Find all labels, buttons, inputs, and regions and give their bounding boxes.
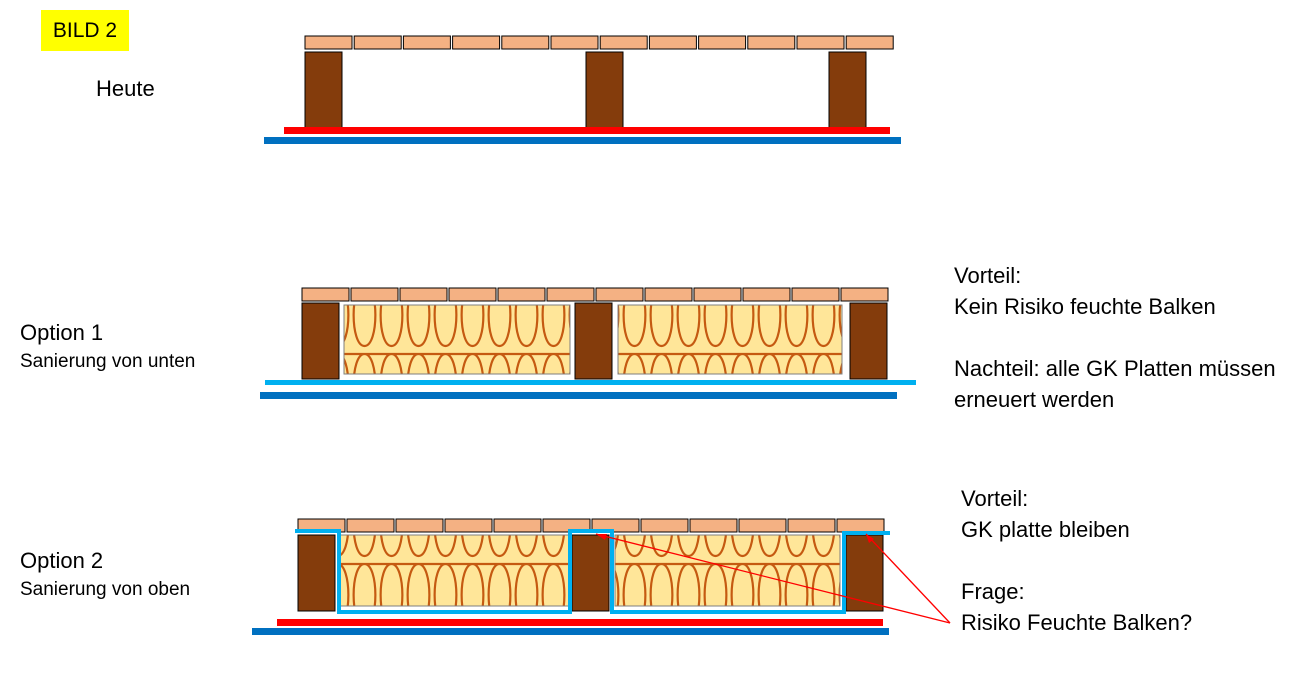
option1-notes: Vorteil: Kein Risiko feuchte Balken Nach…	[954, 260, 1276, 415]
option1-floor-board	[693, 287, 742, 302]
option2-red-layer	[277, 619, 883, 626]
option1-floor-board	[350, 287, 399, 302]
heute-red-layer	[284, 127, 890, 134]
option2-title: Option 2	[20, 548, 104, 573]
option2-question-heading: Frage:	[961, 579, 1025, 604]
option2-membrane	[295, 529, 890, 614]
heute-floor-board	[304, 35, 353, 50]
option2-floor-board	[444, 518, 493, 533]
option2-advantage-text: GK platte bleiben	[961, 517, 1130, 542]
option1-floor-board	[742, 287, 791, 302]
option1-floor-board	[301, 287, 350, 302]
option2-beam	[297, 534, 336, 612]
heute-floor-board	[501, 35, 550, 50]
heute-floor-board	[402, 35, 451, 50]
heute-floor-board	[452, 35, 501, 50]
option1-ceiling-board	[260, 392, 897, 399]
heute-floor-board	[747, 35, 796, 50]
option1-floor-board	[497, 287, 546, 302]
heute-floor-board	[550, 35, 599, 50]
heute-beam	[585, 51, 624, 129]
pointer-arrowhead	[866, 534, 874, 543]
option1-subtitle: Sanierung von unten	[20, 351, 196, 372]
option2-ceiling-board	[252, 628, 889, 635]
option1-disadvantage-line1: Nachteil: alle GK Platten müssen	[954, 356, 1276, 381]
option2-floor-board	[493, 518, 542, 533]
option1-floor-board	[399, 287, 448, 302]
option1-floor-board	[448, 287, 497, 302]
option1-floor-board	[546, 287, 595, 302]
option1-title: Option 1	[20, 320, 104, 345]
option2-question-text: Risiko Feuchte Balken?	[961, 610, 1193, 635]
option2-advantage-heading: Vorteil:	[961, 486, 1029, 511]
option2-beam	[571, 534, 610, 612]
option1-floor-board	[644, 287, 693, 302]
option1-disadvantage-line2: erneuert werden	[954, 387, 1115, 412]
option2-floor-board	[787, 518, 836, 533]
option2-floor-board	[738, 518, 787, 533]
heute-ceiling-board	[264, 137, 901, 144]
option1-insulation	[343, 304, 571, 375]
pointer-line	[865, 533, 951, 624]
option1-floor-board	[840, 287, 889, 302]
option2-notes: Vorteil: GK platte bleiben Frage: Risiko…	[961, 483, 1192, 638]
option2-floor-board	[689, 518, 738, 533]
pointer-line	[595, 533, 951, 624]
option1-floor-board	[595, 287, 644, 302]
heute-beam	[828, 51, 867, 129]
option2-floor-board	[542, 518, 591, 533]
heute-beam	[304, 51, 343, 129]
heute-label: Heute	[96, 76, 155, 101]
option1-membrane	[265, 380, 916, 385]
option1-beam	[301, 302, 340, 380]
option2-insulation	[339, 534, 570, 607]
pointer-arrowhead	[596, 534, 607, 540]
heute-floor-board	[845, 35, 894, 50]
option2-insulation	[614, 534, 841, 607]
option1-advantage-heading: Vorteil:	[954, 263, 1022, 288]
option2-subtitle: Sanierung von oben	[20, 579, 191, 600]
option2-floor-board	[591, 518, 640, 533]
option2-floor-board	[346, 518, 395, 533]
heute-floor-board	[353, 35, 402, 50]
option1-insulation	[617, 304, 843, 375]
heute-floor-board	[599, 35, 648, 50]
option1-floor-board	[791, 287, 840, 302]
figure-badge: BILD 2	[41, 10, 129, 51]
option2-floor-board	[395, 518, 444, 533]
heute-floor-board	[648, 35, 697, 50]
option2-floor-board	[836, 518, 885, 533]
option1-beam	[849, 302, 888, 380]
option1-beam	[574, 302, 613, 380]
heute-floor-board	[698, 35, 747, 50]
option2-floor-board	[640, 518, 689, 533]
heute-floor-board	[796, 35, 845, 50]
option1-advantage-text: Kein Risiko feuchte Balken	[954, 294, 1216, 319]
